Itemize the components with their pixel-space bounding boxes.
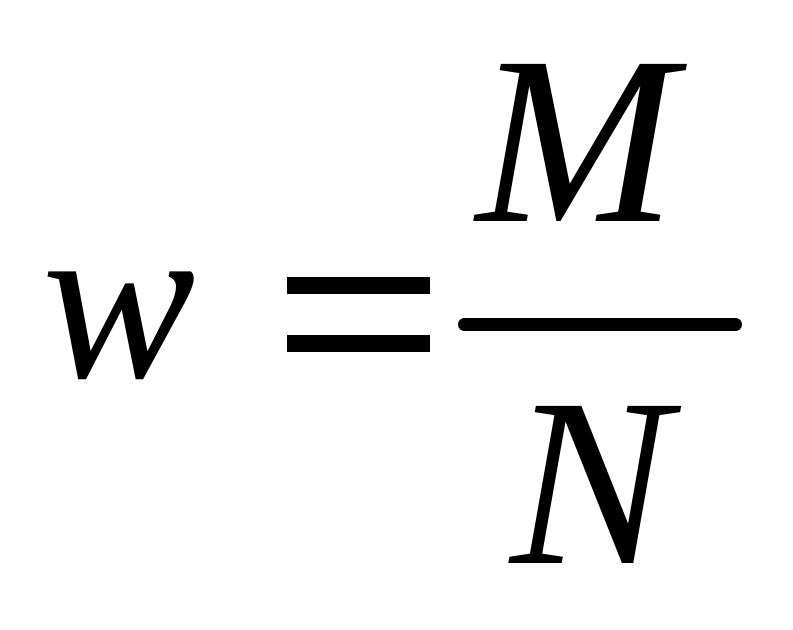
equals-sign-bottom-bar <box>287 335 430 352</box>
fraction-denominator: N <box>510 349 671 615</box>
fraction-bar <box>458 318 742 331</box>
fraction-numerator: M <box>476 7 676 273</box>
formula-lhs-variable: w <box>42 172 196 427</box>
equals-sign <box>287 277 430 352</box>
equals-sign-top-bar <box>287 277 430 294</box>
